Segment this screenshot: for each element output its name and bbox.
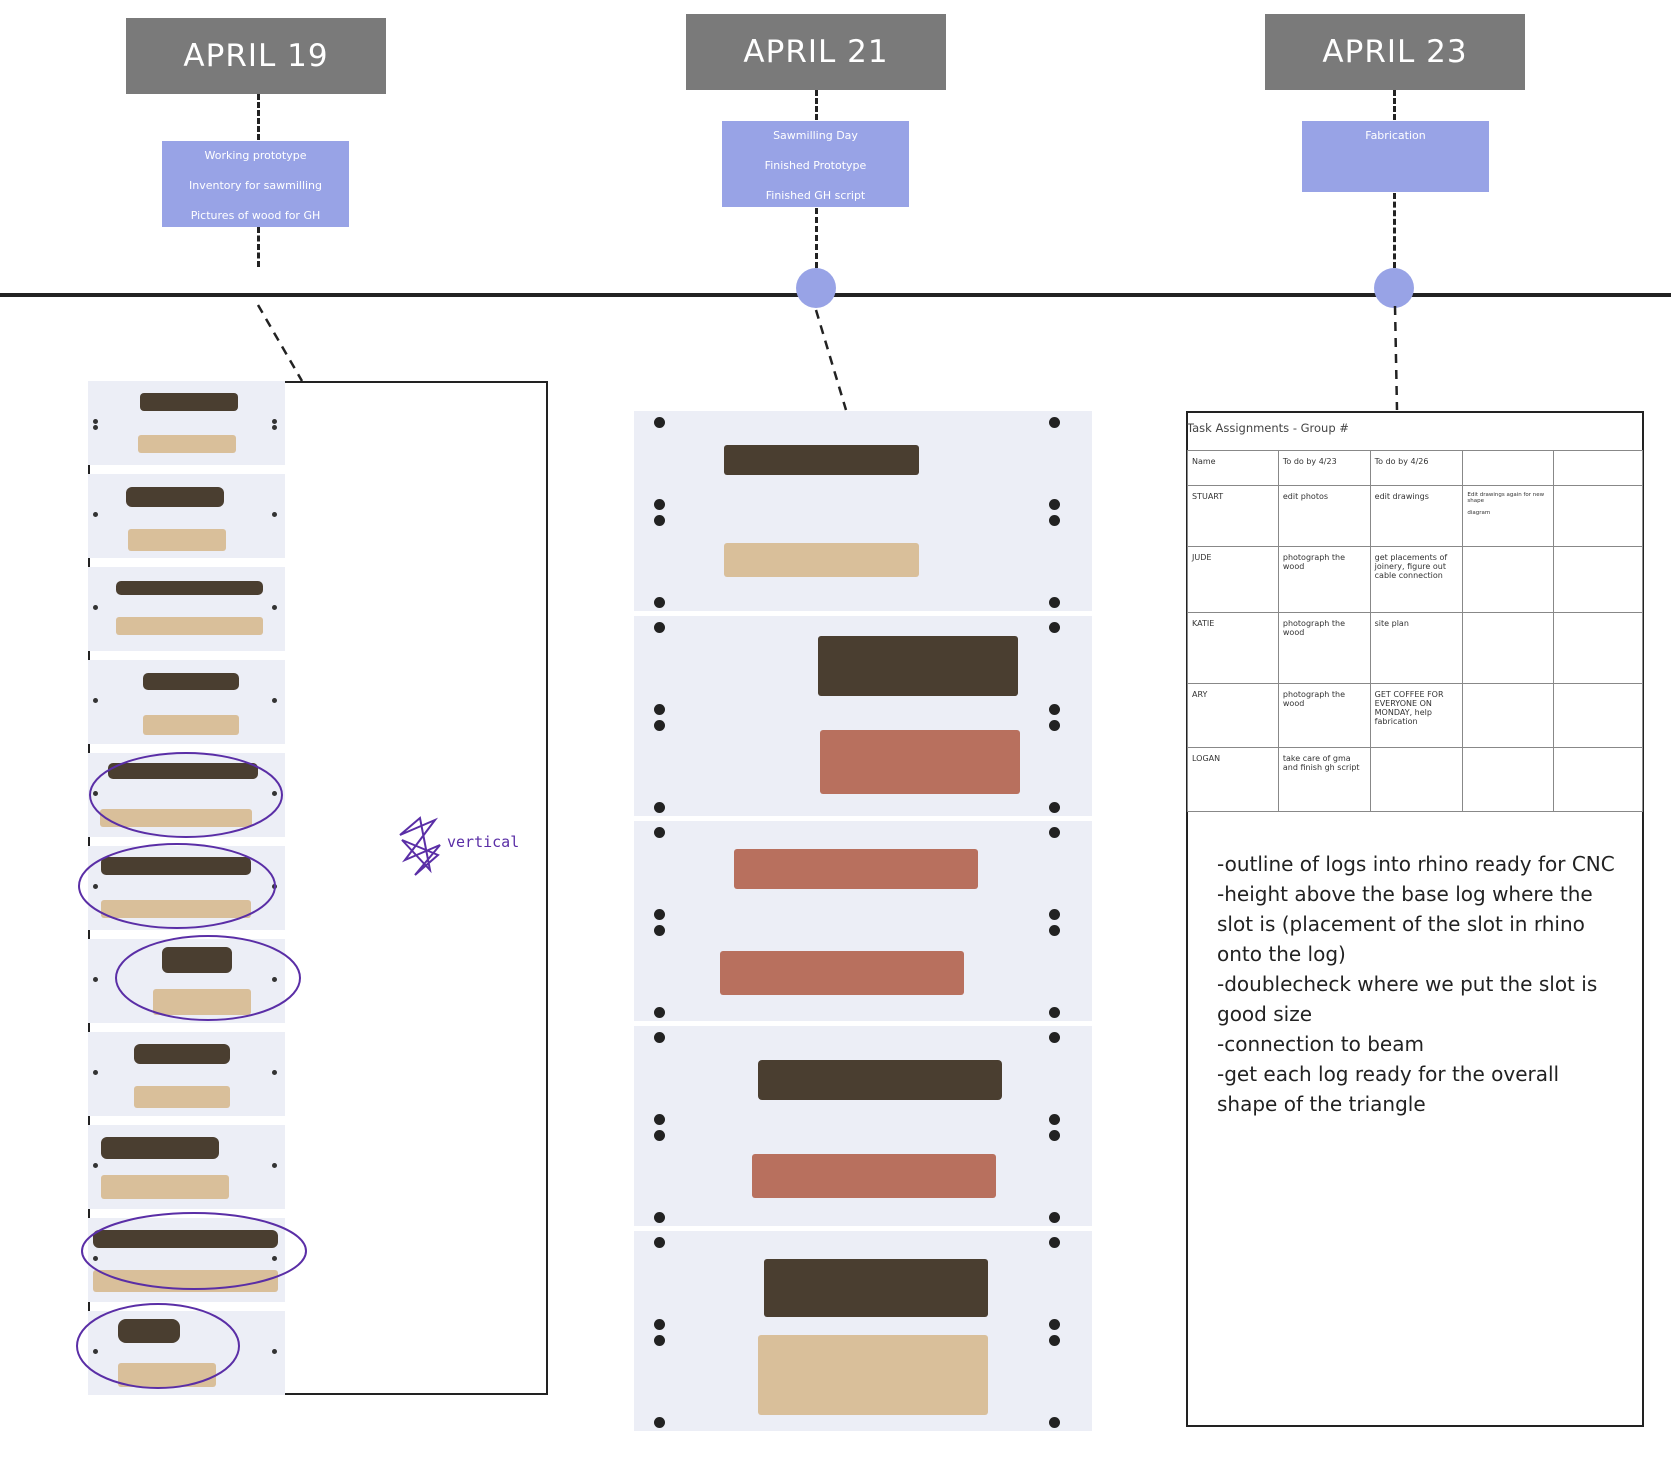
note-item: Fabrication bbox=[1365, 129, 1426, 142]
wood-photo bbox=[88, 660, 285, 744]
todo-item: -height above the base log where the slo… bbox=[1217, 882, 1593, 966]
timeline-node bbox=[1374, 268, 1414, 308]
todo-item: -doublecheck where we put the slot is go… bbox=[1217, 972, 1598, 1026]
table-cell: edit drawings bbox=[1369, 485, 1464, 547]
table-cell: site plan bbox=[1369, 612, 1464, 684]
milestone-notes-april-19: Working prototype Inventory for sawmilli… bbox=[162, 141, 349, 227]
date-label: APRIL 23 bbox=[1322, 34, 1468, 70]
table-row: KATIE photograph the wood site plan bbox=[1187, 612, 1644, 684]
connector-line bbox=[815, 90, 818, 120]
table-cell: take care of gma and finish gh script bbox=[1277, 747, 1371, 812]
wood-photo bbox=[634, 411, 1092, 611]
todo-item: -connection to beam bbox=[1217, 1032, 1424, 1056]
table-cell bbox=[1552, 612, 1644, 684]
wood-photo bbox=[88, 1125, 285, 1209]
wood-inventory-photos-april-19 bbox=[88, 381, 285, 1395]
wood-photo bbox=[88, 474, 285, 558]
todo-list: -outline of logs into rhino ready for CN… bbox=[1217, 849, 1617, 1119]
table-cell bbox=[1552, 683, 1644, 748]
date-header-april-19: APRIL 19 bbox=[126, 18, 386, 94]
table-cell bbox=[1552, 747, 1644, 812]
table-row: ARY photograph the wood GET COFFEE FOR E… bbox=[1187, 683, 1644, 748]
connector-diagonal bbox=[814, 309, 848, 411]
timeline-node bbox=[796, 268, 836, 308]
connector-line bbox=[257, 94, 260, 140]
header-cell: To do by 4/23 bbox=[1277, 450, 1371, 486]
wood-photo bbox=[634, 616, 1092, 816]
wood-photo bbox=[634, 1026, 1092, 1226]
connector-line bbox=[257, 227, 260, 267]
table-cell: get placements of joinery, figure out ca… bbox=[1369, 546, 1464, 613]
date-header-april-21: APRIL 21 bbox=[686, 14, 946, 90]
wood-photo bbox=[88, 567, 285, 651]
connector-line bbox=[815, 208, 818, 268]
vertical-note: vertical bbox=[447, 833, 520, 851]
selection-circle bbox=[89, 752, 283, 838]
table-cell: edit photos bbox=[1277, 485, 1371, 547]
connector-line bbox=[1393, 90, 1396, 120]
selection-circle bbox=[78, 843, 276, 929]
header-cell bbox=[1552, 450, 1644, 486]
selection-circle bbox=[115, 935, 301, 1021]
connector-line bbox=[1393, 193, 1396, 268]
table-cell: LOGAN bbox=[1187, 747, 1279, 812]
wood-photo bbox=[88, 1032, 285, 1116]
table-cell bbox=[1462, 546, 1554, 613]
table-cell bbox=[1369, 747, 1464, 812]
selection-circle bbox=[76, 1303, 240, 1389]
table-cell: KATIE bbox=[1187, 612, 1279, 684]
note-item: Working prototype bbox=[204, 149, 307, 162]
table-cell: STUART bbox=[1187, 485, 1279, 547]
table-cell: JUDE bbox=[1187, 546, 1279, 613]
wood-photo bbox=[88, 753, 285, 837]
date-header-april-23: APRIL 23 bbox=[1265, 14, 1525, 90]
table-cell: GET COFFEE FOR EVERYONE ON MONDAY, help … bbox=[1369, 683, 1464, 748]
table-row: LOGAN take care of gma and finish gh scr… bbox=[1187, 747, 1644, 812]
table-cell: ARY bbox=[1187, 683, 1279, 748]
table-cell: Edit drawings again for new shape diagra… bbox=[1462, 485, 1554, 547]
note-item: Finished GH script bbox=[765, 189, 866, 202]
table-header-row: Name To do by 4/23 To do by 4/26 bbox=[1187, 450, 1644, 486]
header-cell bbox=[1462, 450, 1554, 486]
note-item: Finished Prototype bbox=[764, 159, 867, 172]
table-cell: photograph the wood bbox=[1277, 612, 1371, 684]
scribble-mark bbox=[399, 816, 441, 876]
wood-photo bbox=[634, 821, 1092, 1021]
wood-photo bbox=[634, 1231, 1092, 1431]
connector-vertical bbox=[1393, 305, 1399, 411]
table-cell bbox=[1462, 747, 1554, 812]
wood-photo bbox=[88, 1311, 285, 1395]
table-cell bbox=[1552, 485, 1644, 547]
milestone-notes-april-21: Sawmilling Day Finished Prototype Finish… bbox=[722, 121, 909, 207]
note-item: Pictures of wood for GH bbox=[190, 209, 321, 222]
table-cell: photograph the wood bbox=[1277, 683, 1371, 748]
timeline-axis bbox=[0, 293, 1671, 297]
header-cell: Name bbox=[1187, 450, 1279, 486]
selection-circle bbox=[81, 1212, 307, 1290]
todo-item: -outline of logs into rhino ready for CN… bbox=[1217, 852, 1615, 876]
table-row: STUART edit photos edit drawings Edit dr… bbox=[1187, 485, 1644, 547]
table-row: JUDE photograph the wood get placements … bbox=[1187, 546, 1644, 613]
wood-photo bbox=[88, 381, 285, 465]
note-item: Sawmilling Day bbox=[773, 129, 858, 142]
date-label: APRIL 19 bbox=[183, 38, 329, 74]
date-label: APRIL 21 bbox=[743, 34, 889, 70]
header-cell: To do by 4/26 bbox=[1369, 450, 1464, 486]
table-cell bbox=[1462, 683, 1554, 748]
sawmill-photos-april-21 bbox=[634, 411, 1092, 1431]
wood-photo bbox=[88, 939, 285, 1023]
table-cell bbox=[1552, 546, 1644, 613]
note-item: Inventory for sawmilling bbox=[188, 179, 323, 192]
task-assignment-table: Name To do by 4/23 To do by 4/26 STUART … bbox=[1187, 450, 1644, 812]
task-table-title: Task Assignments - Group # bbox=[1187, 421, 1349, 435]
todo-item: -get each log ready for the overall shap… bbox=[1217, 1062, 1560, 1116]
milestone-notes-april-23: Fabrication bbox=[1302, 121, 1489, 192]
connector-lines-lower bbox=[256, 304, 1399, 411]
table-cell: photograph the wood bbox=[1277, 546, 1371, 613]
table-cell bbox=[1462, 612, 1554, 684]
